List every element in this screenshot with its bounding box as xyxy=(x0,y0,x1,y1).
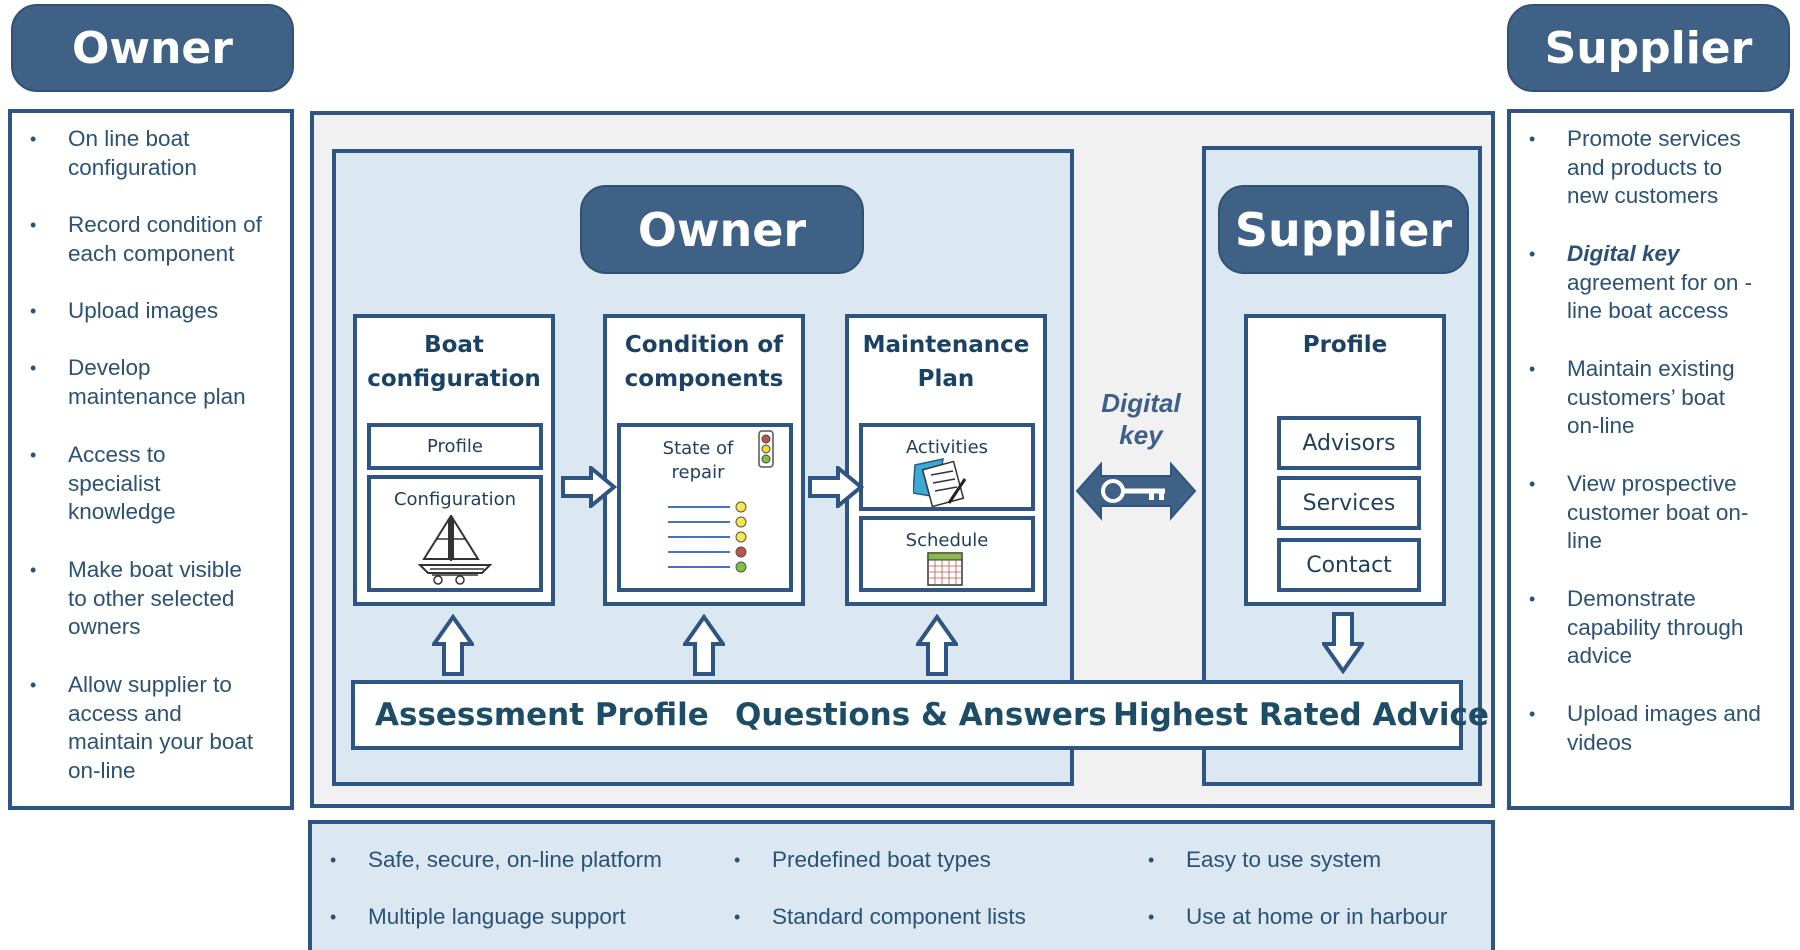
bullet: • xyxy=(30,560,37,580)
bullet: • xyxy=(1148,850,1155,870)
activities-label: Activities xyxy=(905,437,989,458)
state-of-repair-subbox: State of repair xyxy=(617,423,793,592)
card-title: Boat configuration xyxy=(367,332,541,392)
supplier-header-label: Supplier xyxy=(1544,22,1753,74)
maintenance-plan-card: Maintenance Plan Activities Schedule xyxy=(845,314,1047,606)
benefits-col-1: •Safe, secure, on-line platform •Multipl… xyxy=(312,846,712,932)
card-title: Maintenance Plan xyxy=(862,332,1030,392)
bullet: • xyxy=(1148,907,1155,927)
list-item: •Easy to use system xyxy=(1130,846,1490,903)
benefits-col-3: •Easy to use system •Use at home or in h… xyxy=(1130,846,1490,932)
list-item: •Standard component lists xyxy=(716,903,1116,932)
sailboat-icon xyxy=(417,515,493,585)
bullet: • xyxy=(30,445,37,465)
configuration-subbox: Configuration xyxy=(367,475,543,592)
benefits-col-2: •Predefined boat types •Standard compone… xyxy=(716,846,1116,932)
highest-rated-advice-label: Highest Rated Advice xyxy=(1113,697,1489,733)
schedule-label: Schedule xyxy=(905,530,989,551)
bullet: • xyxy=(1529,129,1536,149)
checklist-icon xyxy=(668,501,747,573)
services-button[interactable]: Services xyxy=(1277,476,1421,530)
owner-header-label: Owner xyxy=(72,22,233,74)
arrow-right-icon xyxy=(808,466,864,508)
bullet: • xyxy=(734,907,741,927)
contact-button[interactable]: Contact xyxy=(1277,538,1421,592)
owner-panel-title: Owner xyxy=(580,185,864,274)
clipboard-icon xyxy=(913,458,967,507)
bullet: • xyxy=(30,129,37,149)
assessment-profile-label: Assessment Profile xyxy=(375,697,709,733)
schedule-subbox: Schedule xyxy=(859,516,1035,592)
arrow-down-icon xyxy=(1322,612,1364,674)
bullet: • xyxy=(330,907,337,927)
calendar-icon xyxy=(927,552,963,586)
card-title: Profile xyxy=(1302,332,1388,358)
owner-panel-title-label: Owner xyxy=(637,202,807,257)
state-of-repair-label: State of repair xyxy=(662,438,734,483)
bullet: • xyxy=(30,301,37,321)
bullet: • xyxy=(1529,589,1536,609)
digital-key-emphasis: Digital key xyxy=(1567,241,1680,266)
arrow-right-icon xyxy=(561,466,617,508)
bullet: • xyxy=(1529,359,1536,379)
bullet: • xyxy=(30,675,37,695)
condition-card: Condition of components State of repair xyxy=(603,314,805,606)
arrow-up-icon xyxy=(432,614,474,676)
list-item: •Upload images xyxy=(12,297,292,354)
digital-key-label: Digital key xyxy=(1101,388,1181,450)
bullet: • xyxy=(1529,244,1536,264)
bullet: • xyxy=(1529,704,1536,724)
list-item: •Safe, secure, on-line platform xyxy=(312,846,712,903)
owner-header: Owner xyxy=(11,4,294,92)
bullet: • xyxy=(30,358,37,378)
supplier-header: Supplier xyxy=(1507,4,1790,92)
questions-answers-label: Questions & Answers xyxy=(735,697,1107,733)
bullet: • xyxy=(330,850,337,870)
list-item: •Multiple language support xyxy=(312,903,712,932)
bullet: • xyxy=(1529,474,1536,494)
configuration-label: Configuration xyxy=(393,489,517,510)
supplier-panel-title-label: Supplier xyxy=(1234,202,1453,257)
boat-configuration-card: Boat configuration Profile Configuration xyxy=(353,314,555,606)
card-title: Condition of components xyxy=(624,332,784,392)
feature-bar: Assessment Profile Questions & Answers H… xyxy=(351,680,1489,750)
supplier-panel-title: Supplier xyxy=(1218,185,1469,274)
benefits-box: •Safe, secure, on-line platform •Multipl… xyxy=(308,820,1495,950)
list-item: •Predefined boat types xyxy=(716,846,1116,903)
arrow-up-icon xyxy=(916,614,958,676)
bullet: • xyxy=(30,215,37,235)
profile-subbox: Profile xyxy=(367,423,543,470)
traffic-light-icon xyxy=(758,430,774,468)
key-icon xyxy=(1075,461,1197,521)
activities-subbox: Activities xyxy=(859,423,1035,511)
bullet: • xyxy=(734,850,741,870)
advisors-button[interactable]: Advisors xyxy=(1277,416,1421,470)
supplier-profile-card: Profile Advisors Services Contact xyxy=(1244,314,1446,606)
list-item: •Use at home or in harbour xyxy=(1130,903,1490,932)
arrow-up-icon xyxy=(683,614,725,676)
